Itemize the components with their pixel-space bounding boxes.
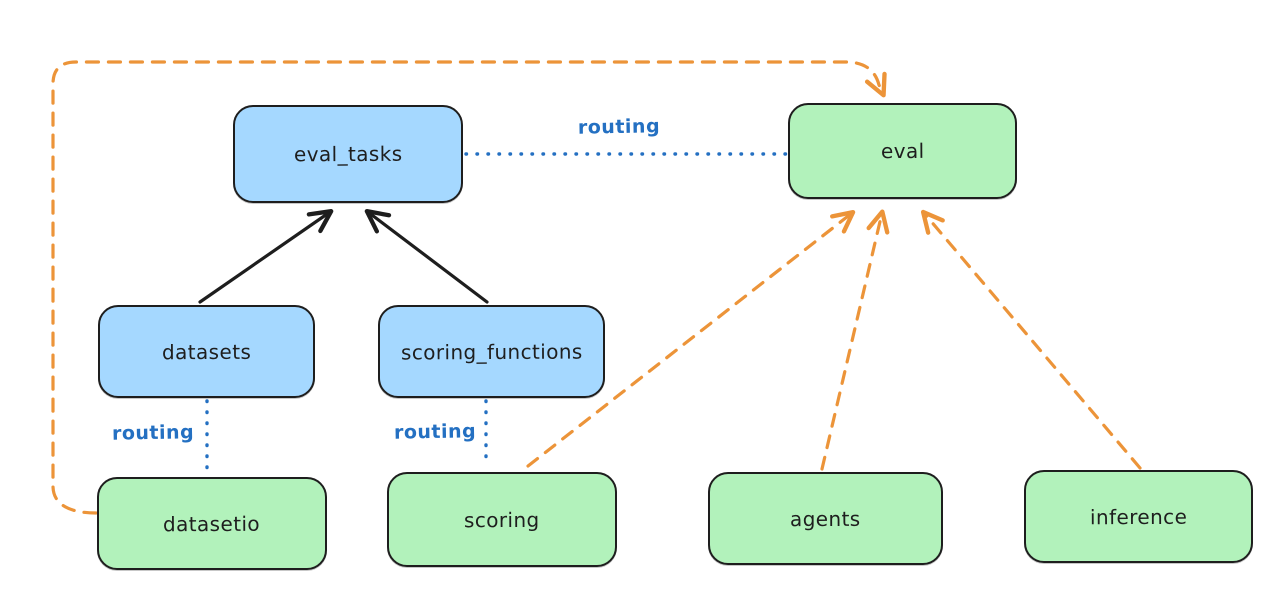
node-scoring-functions: scoring_functions xyxy=(378,305,605,398)
node-eval: eval xyxy=(788,103,1017,199)
node-scoring-label: scoring xyxy=(464,507,540,532)
edge-datasets-to-eval_tasks xyxy=(198,209,334,304)
edge-label-routing-eval: routing xyxy=(577,115,661,139)
node-datasets: datasets xyxy=(98,305,315,398)
edge-scoring_functions-to-eval_tasks xyxy=(364,208,489,304)
edge-agents-to-eval xyxy=(820,209,890,471)
node-inference-label: inference xyxy=(1089,504,1188,529)
node-scoring-functions-label: scoring_functions xyxy=(400,339,583,364)
node-scoring: scoring xyxy=(387,472,617,567)
node-agents-label: agents xyxy=(790,506,861,531)
node-inference: inference xyxy=(1024,470,1253,563)
edge-scoring-to-eval xyxy=(526,209,856,468)
node-datasets-label: datasets xyxy=(161,339,252,364)
edge-label-routing-scoring: routing xyxy=(393,420,477,444)
node-datasetio: datasetio xyxy=(97,477,327,570)
node-datasetio-label: datasetio xyxy=(163,511,261,536)
edge-datasetio-to-eval xyxy=(51,60,887,515)
node-eval-tasks-label: eval_tasks xyxy=(293,141,403,167)
node-eval-label: eval xyxy=(880,138,925,164)
node-eval-tasks: eval_tasks xyxy=(233,105,463,203)
edge-label-routing-datasetio: routing xyxy=(111,421,195,445)
node-agents: agents xyxy=(708,472,943,565)
edge-inference-to-eval xyxy=(920,209,1142,470)
